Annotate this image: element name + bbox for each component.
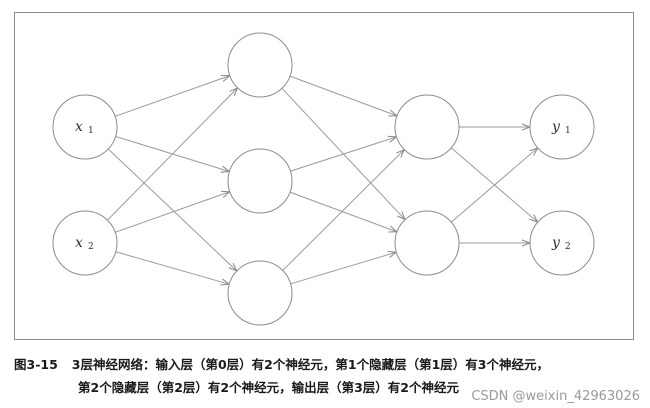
- neuron-label: x: [75, 235, 83, 251]
- neuron-hidden1-2: [227, 148, 293, 214]
- neuron-circle: [394, 210, 460, 276]
- neuron-hidden2-2: [394, 210, 460, 276]
- neuron-subscript: 1: [88, 126, 94, 136]
- neuron-circle: [394, 94, 460, 160]
- edge-input-1-to-hidden1-1: [114, 76, 229, 117]
- neuron-hidden2-1: [394, 94, 460, 160]
- neuron-circle: [52, 94, 118, 160]
- neuron-circle: [52, 210, 118, 276]
- figure-caption-line2: 第2个隐藏层（第2层）有2个神经元，输出层（第3层）有2个神经元: [78, 378, 650, 398]
- connection-edges: [107, 76, 537, 284]
- watermark: CSDN @weixin_42963026: [471, 389, 640, 404]
- diagram-frame: [14, 12, 634, 340]
- neuron-subscript: 2: [88, 242, 94, 252]
- edge-input-2-to-hidden1-1: [107, 89, 236, 221]
- neuron-subscript: 1: [565, 126, 571, 136]
- edge-input-1-to-hidden1-3: [107, 148, 236, 270]
- figure-label: 图3-15: [14, 357, 58, 372]
- edge-hidden1-3-to-hidden2-1: [282, 150, 404, 271]
- edge-hidden1-2-to-hidden2-2: [289, 191, 396, 231]
- edge-hidden1-1-to-hidden2-1: [289, 75, 396, 115]
- edge-input-2-to-hidden1-2: [114, 192, 229, 233]
- neuron-subscript: 2: [565, 242, 571, 252]
- edge-hidden1-2-to-hidden2-1: [290, 137, 395, 172]
- neuron-circle: [529, 94, 595, 160]
- caption-text-1: 3层神经网络：输入层（第0层）有2个神经元，第1个隐藏层（第1层）有3个神经元，: [71, 357, 549, 372]
- neuron-label: y: [551, 235, 561, 251]
- figure-caption-line1: 图3-15 3层神经网络：输入层（第0层）有2个神经元，第1个隐藏层（第1层）有3…: [14, 355, 650, 375]
- neuron-hidden1-3: [227, 260, 293, 326]
- neuron-label: x: [75, 119, 83, 135]
- edge-input-2-to-hidden1-3: [115, 251, 229, 284]
- neuron-circle: [227, 148, 293, 214]
- edge-hidden1-3-to-hidden2-2: [290, 252, 396, 285]
- neuron-hidden1-1: [227, 32, 293, 98]
- neuron-circle: [227, 32, 293, 98]
- neuron-circle: [227, 260, 293, 326]
- neuron-label: y: [551, 119, 561, 135]
- neuron-circle: [529, 210, 595, 276]
- edge-hidden2-2-to-output-1: [450, 149, 537, 223]
- caption-text-2: 第2个隐藏层（第2层）有2个神经元，输出层（第3层）有2个神经元: [78, 380, 459, 395]
